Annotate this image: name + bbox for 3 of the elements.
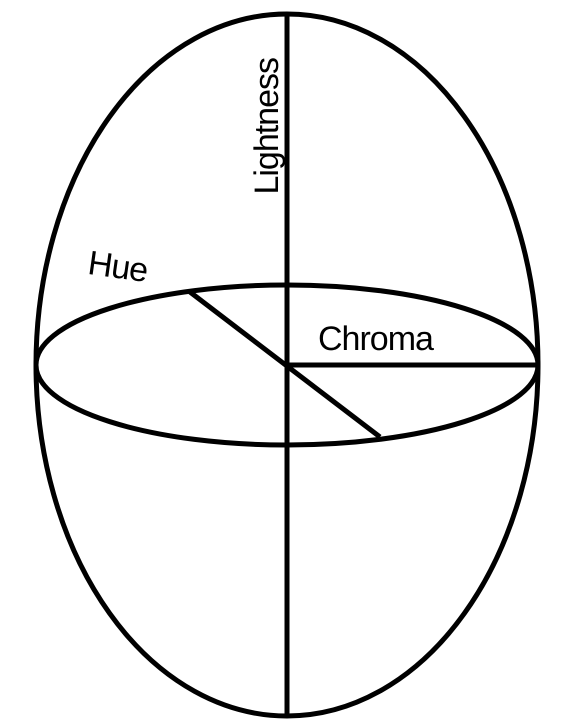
axis-label: Lightness [250, 58, 284, 195]
axis-label: Hue [86, 246, 150, 288]
axis-label: Chroma [318, 322, 433, 356]
